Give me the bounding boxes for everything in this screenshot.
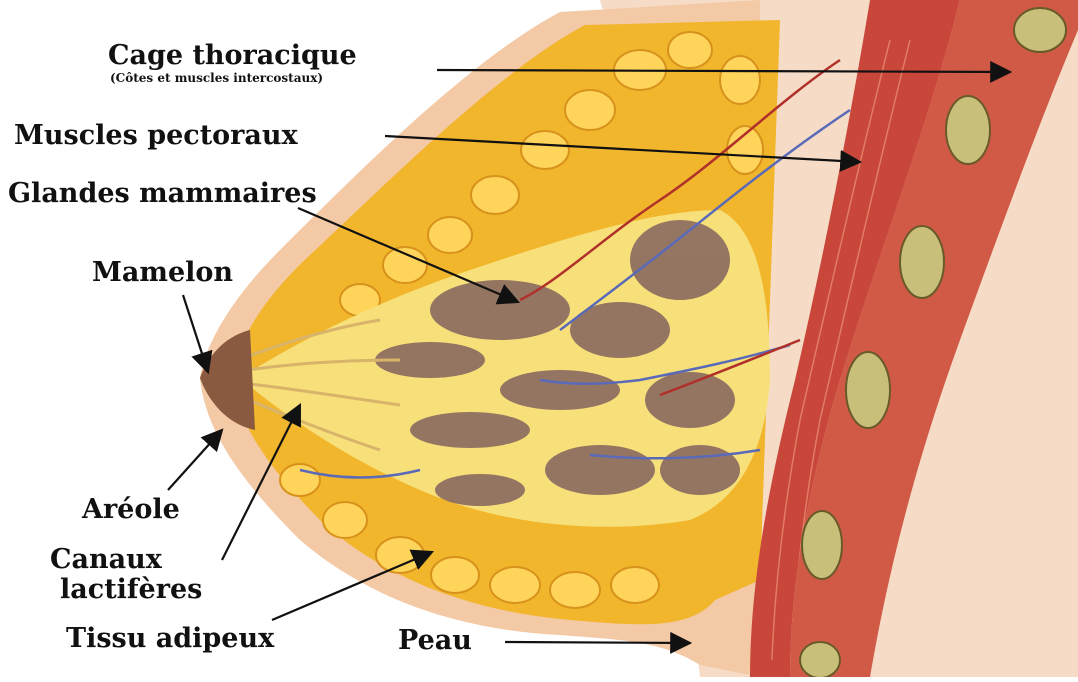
label-areole: Aréole <box>82 496 180 523</box>
label-glandes-mammaires: Glandes mammaires <box>8 180 317 207</box>
label-tissu-adipeux: Tissu adipeux <box>66 625 274 652</box>
line-peau <box>505 642 690 643</box>
areola <box>200 330 255 430</box>
label-lactiferes: lactifères <box>60 576 202 603</box>
label-cage-subtitle: (Côtes et muscles intercostaux) <box>110 72 323 84</box>
label-peau: Peau <box>398 627 472 654</box>
label-canaux: Canaux <box>50 546 162 573</box>
line-mamelon <box>183 295 208 372</box>
line-areole <box>168 430 222 490</box>
label-mamelon: Mamelon <box>92 259 233 286</box>
label-muscles-pectoraux: Muscles pectoraux <box>14 122 298 149</box>
label-cage-thoracique: Cage thoracique <box>108 42 357 69</box>
